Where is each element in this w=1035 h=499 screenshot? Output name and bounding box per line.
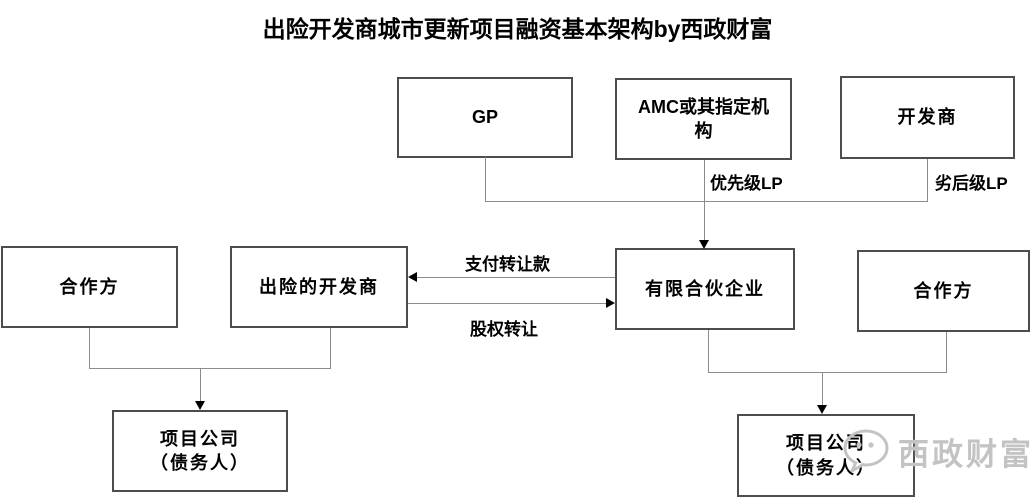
node-partner-right: 合作方 — [857, 250, 1030, 332]
connector-line — [927, 159, 928, 201]
connector-line — [330, 328, 331, 368]
connector-line — [708, 330, 709, 372]
node-project-company-right-label: 项目公司 （债务人） — [776, 433, 876, 478]
connector-line — [708, 372, 947, 373]
node-limited-partnership: 有限合伙企业 — [615, 248, 795, 330]
connector-line — [408, 303, 606, 304]
node-project-company-left: 项目公司 （债务人） — [112, 410, 288, 492]
connector-line — [485, 201, 928, 202]
connector-line — [822, 372, 823, 406]
arrow-left-icon — [408, 272, 417, 282]
arrow-down-icon — [817, 405, 827, 414]
node-gp-label: GP — [471, 107, 498, 128]
edge-label-junior-lp: 劣后级LP — [935, 174, 1008, 193]
connector-line — [704, 160, 705, 240]
arrow-down-icon — [195, 401, 205, 410]
edge-label-pay-transfer: 支付转让款 — [465, 255, 550, 274]
watermark-text: 西政财富 — [898, 436, 1034, 472]
node-project-company-left-label: 项目公司 （债务人） — [150, 428, 250, 473]
edge-label-equity-transfer: 股权转让 — [470, 320, 538, 339]
connector-line — [89, 368, 331, 369]
node-developer: 开发商 — [840, 76, 1015, 159]
arrow-down-icon — [699, 240, 709, 249]
connector-line — [485, 157, 486, 201]
node-amc-label: AMC或其指定机构 — [638, 96, 769, 141]
diagram-title: 出险开发商城市更新项目融资基本架构by西政财富 — [262, 16, 773, 42]
node-risk-developer-label: 出险的开发商 — [259, 276, 379, 297]
node-partner-left-label: 合作方 — [59, 276, 120, 297]
connector-line — [416, 277, 615, 278]
node-limited-partnership-label: 有限合伙企业 — [645, 278, 765, 299]
node-gp: GP — [397, 77, 573, 158]
edge-label-senior-lp: 优先级LP — [710, 174, 783, 193]
node-developer-label: 开发商 — [897, 107, 958, 128]
connector-line — [89, 328, 90, 368]
arrow-right-icon — [606, 298, 615, 308]
node-partner-right-label: 合作方 — [913, 280, 974, 301]
node-amc: AMC或其指定机构 — [615, 78, 792, 160]
node-partner-left: 合作方 — [1, 246, 178, 328]
connector-line — [200, 368, 201, 402]
node-project-company-right: 项目公司 （债务人） — [737, 414, 915, 497]
node-risk-developer: 出险的开发商 — [230, 246, 408, 328]
connector-line — [946, 332, 947, 372]
